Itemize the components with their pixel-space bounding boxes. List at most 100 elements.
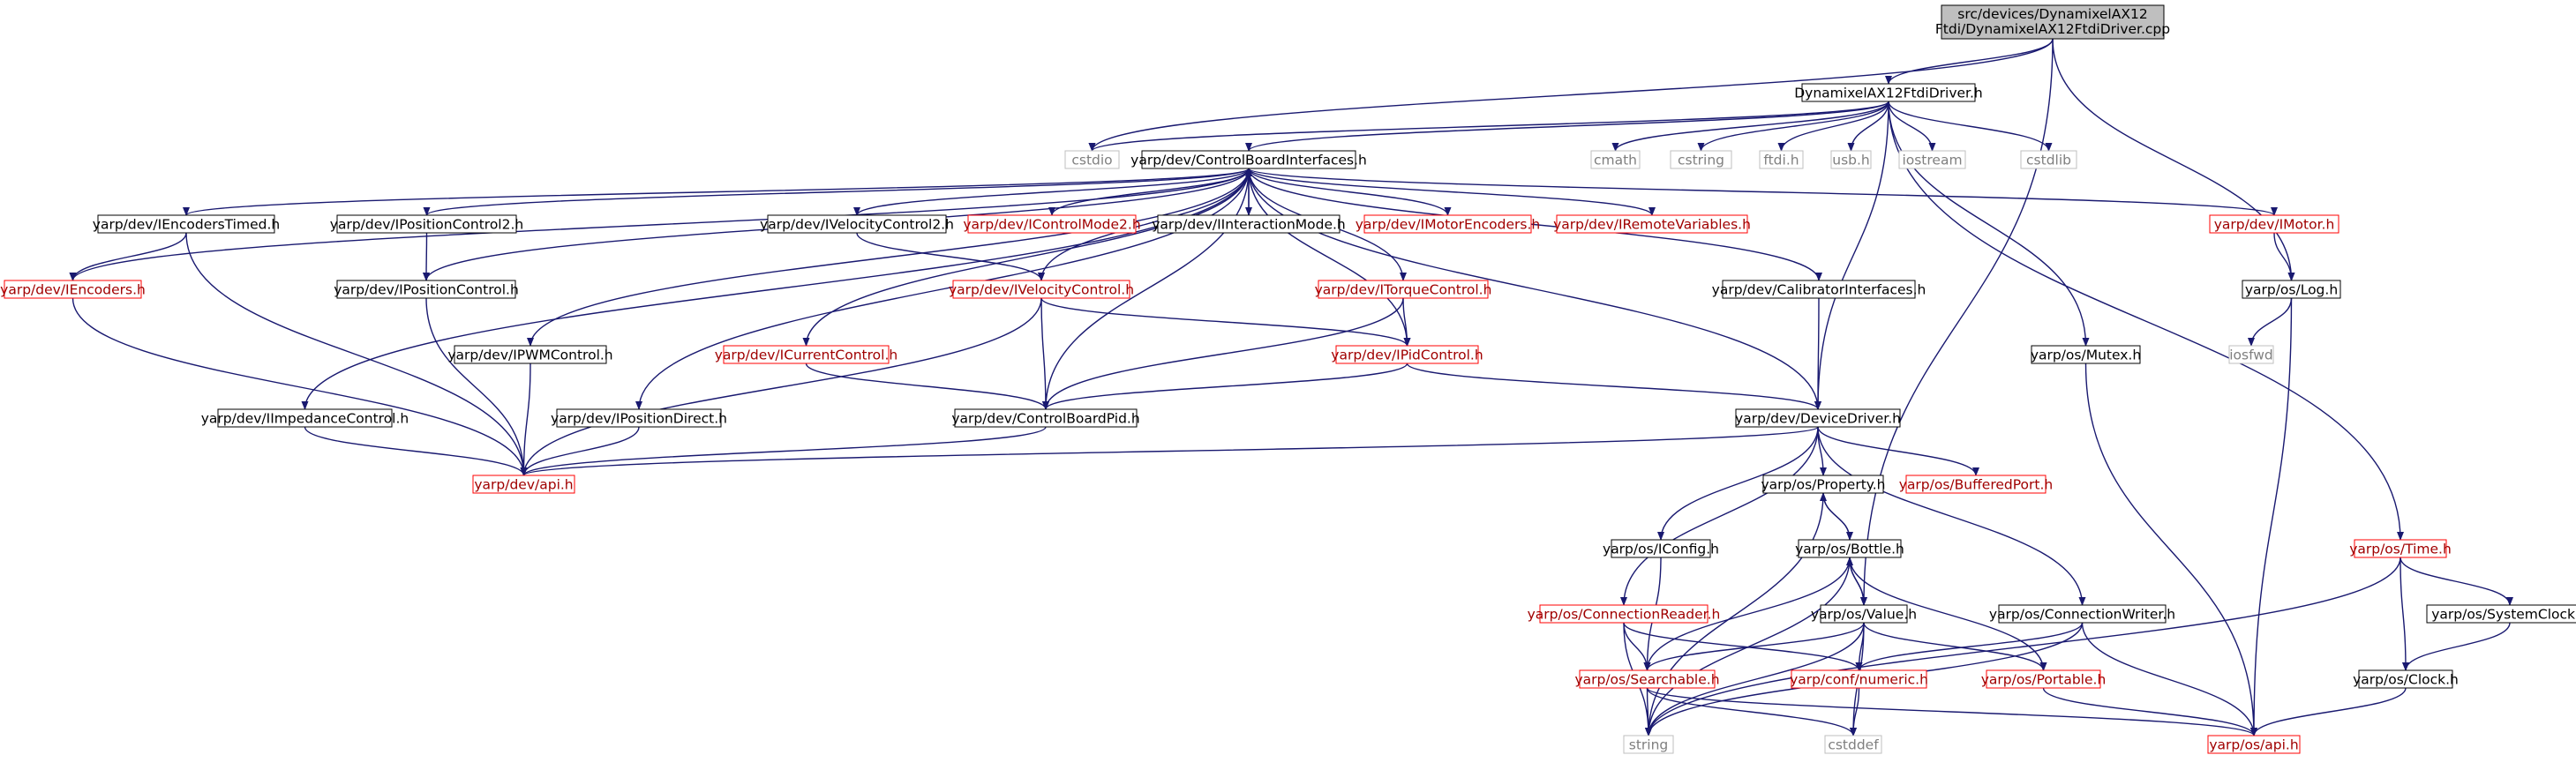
node-box bbox=[1824, 735, 1882, 754]
node-value[interactable]: yarp/os/Value.h bbox=[1811, 604, 1917, 624]
edge-root-to-cstdio bbox=[1088, 38, 2054, 152]
node-ipc2[interactable]: yarp/dev/IPositionControl2.h bbox=[330, 214, 523, 234]
edge-cbi-to-imotor bbox=[1248, 168, 2278, 216]
node-iosfwd: iosfwd bbox=[2228, 345, 2274, 364]
node-string: string bbox=[1623, 735, 1674, 754]
node-cbpid[interactable]: yarp/dev/ControlBoardPid.h bbox=[951, 408, 1140, 428]
node-box bbox=[1363, 214, 1532, 234]
node-box bbox=[1611, 539, 1711, 558]
node-itc[interactable]: yarp/dev/ITorqueControl.h bbox=[1315, 280, 1492, 299]
node-box bbox=[472, 475, 575, 494]
node-label: yarp/os/Portable.h bbox=[1981, 672, 2107, 688]
node-ipid[interactable]: yarp/dev/IPidControl.h bbox=[1331, 345, 1483, 364]
node-ipd[interactable]: yarp/dev/IPositionDirect.h bbox=[551, 408, 727, 428]
node-label: yarp/dev/IInteractionMode.h bbox=[1152, 217, 1346, 233]
node-portable[interactable]: yarp/os/Portable.h bbox=[1981, 669, 2107, 689]
node-numeric[interactable]: yarp/conf/numeric.h bbox=[1790, 669, 1928, 689]
node-label: yarp/dev/ICurrentControl.h bbox=[715, 348, 897, 363]
node-box bbox=[1820, 604, 1908, 624]
node-devapi[interactable]: yarp/dev/api.h bbox=[472, 475, 575, 494]
node-box bbox=[1998, 604, 2167, 624]
node-label: yarp/os/SystemClock.h bbox=[2431, 607, 2576, 623]
edge-log-to-osapi bbox=[2250, 297, 2293, 736]
node-box bbox=[454, 345, 607, 364]
edge-ienc-to-devapi bbox=[71, 297, 528, 476]
node-prop[interactable]: yarp/os/Property.h bbox=[1761, 475, 1886, 494]
node-sysclock[interactable]: yarp/os/SystemClock.h bbox=[2426, 604, 2576, 624]
edge-mutex-to-osapi bbox=[2084, 363, 2257, 736]
node-icc[interactable]: yarp/dev/ICurrentControl.h bbox=[715, 345, 897, 364]
node-box bbox=[1722, 280, 1916, 299]
node-label: yarp/os/Time.h bbox=[2349, 542, 2452, 557]
node-cstdio: cstdio bbox=[1064, 150, 1120, 169]
edge-root-to-log bbox=[2052, 38, 2295, 281]
edge-ipc2-to-ipc bbox=[423, 232, 431, 281]
node-iet[interactable]: yarp/dev/IEncodersTimed.h bbox=[93, 214, 280, 234]
edge-cbi-to-ivc2 bbox=[853, 168, 1250, 216]
node-ienc[interactable]: yarp/dev/IEncoders.h bbox=[0, 280, 146, 299]
node-creader[interactable]: yarp/os/ConnectionReader.h bbox=[1528, 604, 1721, 624]
edge-cbpid-to-devapi bbox=[520, 426, 1047, 476]
node-label: string bbox=[1629, 737, 1669, 753]
edge-dd-to-cwriter bbox=[1817, 426, 2086, 606]
node-mutex[interactable]: yarp/os/Mutex.h bbox=[2031, 345, 2141, 364]
node-dd[interactable]: yarp/dev/DeviceDriver.h bbox=[1735, 408, 1901, 428]
node-box bbox=[1762, 475, 1884, 494]
node-box bbox=[336, 214, 517, 234]
node-label: cstdio bbox=[1071, 153, 1112, 168]
node-imotor[interactable]: yarp/dev/IMotor.h bbox=[2209, 214, 2339, 234]
node-clock[interactable]: yarp/os/Clock.h bbox=[2353, 669, 2459, 689]
node-iconfig[interactable]: yarp/os/IConfig.h bbox=[1603, 539, 1719, 558]
node-ivc2[interactable]: yarp/dev/IVelocityControl2.h bbox=[760, 214, 954, 234]
node-osapi[interactable]: yarp/os/api.h bbox=[2207, 735, 2301, 754]
edge-ipwm-to-devapi bbox=[520, 363, 531, 476]
edge-drvh-to-ftdi bbox=[1777, 101, 1889, 152]
node-irv[interactable]: yarp/dev/IRemoteVariables.h bbox=[1553, 214, 1751, 234]
node-root[interactable]: src/devices/DynamixelAX12Ftdi/DynamixelA… bbox=[1935, 4, 2170, 40]
node-ipwm[interactable]: yarp/dev/IPWMControl.h bbox=[447, 345, 613, 364]
node-box bbox=[2031, 345, 2141, 364]
node-box bbox=[1791, 669, 1927, 689]
node-box bbox=[2358, 669, 2453, 689]
node-label: yarp/dev/IVelocityControl.h bbox=[949, 282, 1134, 298]
node-cal[interactable]: yarp/dev/CalibratorInterfaces.h bbox=[1712, 280, 1926, 299]
node-label: yarp/dev/IControlMode2.h bbox=[963, 217, 1140, 233]
edge-ivc-to-ipid bbox=[1040, 297, 1411, 347]
node-drvh[interactable]: DynamixelAX12FtdiDriver.h bbox=[1794, 83, 1983, 102]
edge-itc-to-ipid bbox=[1402, 297, 1411, 347]
node-label: src/devices/DynamixelAX12 bbox=[1957, 6, 2147, 22]
node-search[interactable]: yarp/os/Searchable.h bbox=[1574, 669, 1720, 689]
node-label: yarp/os/Clock.h bbox=[2353, 672, 2459, 688]
edge-ivc-to-devapi bbox=[520, 297, 1042, 476]
node-ivc[interactable]: yarp/dev/IVelocityControl.h bbox=[949, 280, 1134, 299]
edge-bottle-to-prop bbox=[1820, 492, 1851, 541]
node-box bbox=[1905, 475, 2047, 494]
node-box bbox=[1798, 539, 1902, 558]
node-ime[interactable]: yarp/dev/IMotorEncoders.h bbox=[1356, 214, 1540, 234]
node-cwriter[interactable]: yarp/os/ConnectionWriter.h bbox=[1989, 604, 2175, 624]
node-icm2[interactable]: yarp/dev/IControlMode2.h bbox=[963, 214, 1141, 234]
node-box bbox=[217, 408, 393, 428]
node-iimp[interactable]: yarp/dev/IImpedanceControl.h bbox=[201, 408, 409, 428]
node-log[interactable]: yarp/os/Log.h bbox=[2242, 280, 2341, 299]
node-time[interactable]: yarp/os/Time.h bbox=[2349, 539, 2452, 558]
edge-search-to-osapi bbox=[1646, 687, 2257, 736]
node-box bbox=[1670, 150, 1732, 169]
edge-drvh-to-dd bbox=[1814, 101, 1889, 410]
node-box bbox=[952, 280, 1130, 299]
edge-value-to-search bbox=[1643, 622, 1865, 671]
node-bport[interactable]: yarp/os/BufferedPort.h bbox=[1899, 475, 2053, 494]
node-iostream: iostream bbox=[1898, 150, 1966, 169]
node-usb: usb.h bbox=[1830, 150, 1872, 169]
node-label: yarp/os/Searchable.h bbox=[1574, 672, 1719, 688]
node-iim[interactable]: yarp/dev/IInteractionMode.h bbox=[1152, 214, 1346, 234]
edge-drvh-to-cstdio bbox=[1088, 101, 1889, 152]
edge-clock-to-osapi bbox=[2250, 687, 2407, 736]
edge-time-to-clock bbox=[2400, 557, 2409, 671]
node-ipc[interactable]: yarp/dev/IPositionControl.h bbox=[334, 280, 519, 299]
edge-bottle-to-search bbox=[1643, 557, 1851, 671]
node-box bbox=[336, 280, 516, 299]
node-cbi[interactable]: yarp/dev/ControlBoardInterfaces.h bbox=[1130, 150, 1367, 169]
node-bottle[interactable]: yarp/os/Bottle.h bbox=[1795, 539, 1904, 558]
node-box bbox=[1141, 150, 1356, 169]
